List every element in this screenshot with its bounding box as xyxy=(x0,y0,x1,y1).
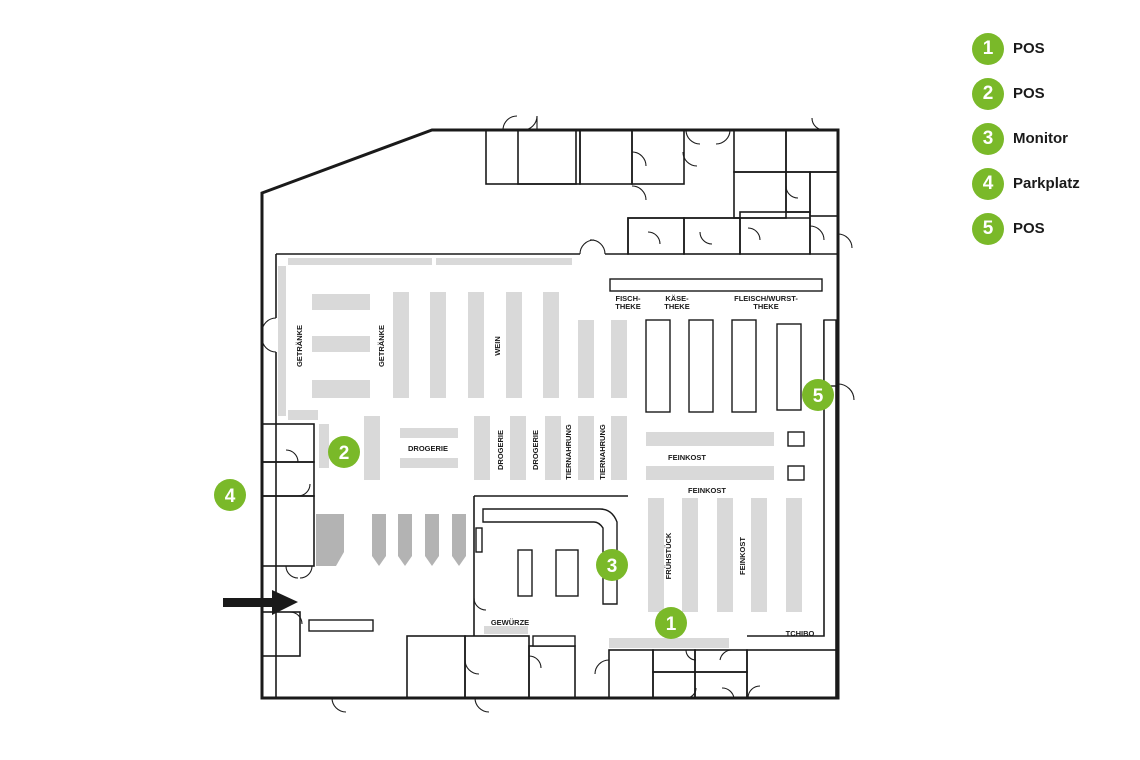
svg-text:4: 4 xyxy=(225,486,236,507)
label-fruehstueck: FRÜHSTÜCK xyxy=(664,532,673,579)
svg-text:2: 2 xyxy=(339,443,350,464)
label-drogerie-v1: DROGERIE xyxy=(496,430,505,470)
label-fleisch-1: FLEISCH/WURST- xyxy=(734,294,798,303)
svg-text:5: 5 xyxy=(813,386,824,407)
label-fisch-1: FISCH- xyxy=(616,294,642,303)
legend-item-2: 2 POS xyxy=(972,71,1080,116)
svg-text:1: 1 xyxy=(666,614,677,635)
label-wein: WEIN xyxy=(493,336,502,356)
legend-label: POS xyxy=(1013,40,1045,57)
label-kaese-1: KÄSE- xyxy=(665,294,689,303)
legend-item-1: 1 POS xyxy=(972,26,1080,71)
label-tiernahrung-2: TIERNAHRUNG xyxy=(598,424,607,480)
legend-item-5: 5 POS xyxy=(972,206,1080,251)
shelves xyxy=(278,258,802,648)
map-marker-4[interactable]: 4 xyxy=(214,479,246,511)
arrow-right-icon xyxy=(223,590,298,615)
label-kaese-2: THEKE xyxy=(664,302,689,311)
outer-wall xyxy=(260,128,840,700)
label-getraenke-a: GETRÄNKE xyxy=(295,325,304,367)
legend-label: Monitor xyxy=(1013,130,1068,147)
label-getraenke-b: GETRÄNKE xyxy=(377,325,386,367)
back-rooms-top xyxy=(485,129,839,255)
legend-badge: 1 xyxy=(972,32,1004,65)
left-rooms xyxy=(261,423,315,657)
svg-text:3: 3 xyxy=(607,556,618,577)
partitions xyxy=(308,320,837,698)
map-marker-1[interactable]: 1 xyxy=(655,607,687,639)
doors xyxy=(261,115,855,713)
legend-item-3: 3 Monitor xyxy=(972,116,1080,161)
legend-badge: 3 xyxy=(972,122,1004,155)
label-tchibo: TCHIBO xyxy=(786,629,815,638)
legend-label: POS xyxy=(1013,220,1045,237)
label-gewuerze: GEWÜRZE xyxy=(491,618,529,627)
label-drogerie: DROGERIE xyxy=(408,444,448,453)
bottom-rooms xyxy=(406,635,839,699)
map-marker-3[interactable]: 3 xyxy=(596,549,628,581)
label-fisch-2: THEKE xyxy=(615,302,640,311)
legend-badge: 5 xyxy=(972,212,1004,245)
legend-label: POS xyxy=(1013,85,1045,102)
map-marker-5[interactable]: 5 xyxy=(802,379,834,411)
section-labels: FISCH- THEKE KÄSE- THEKE FLEISCH/WURST- … xyxy=(295,294,815,638)
map-marker-2[interactable]: 2 xyxy=(328,436,360,468)
label-feinkost-a: FEINKOST xyxy=(668,453,706,462)
label-feinkost-b: FEINKOST xyxy=(688,486,726,495)
legend-badge: 4 xyxy=(972,167,1004,200)
legend-label: Parkplatz xyxy=(1013,175,1080,192)
legend-item-4: 4 Parkplatz xyxy=(972,161,1080,206)
legend-badge: 2 xyxy=(972,77,1004,110)
label-feinkost-v: FEINKOST xyxy=(738,537,747,575)
label-tiernahrung-1: TIERNAHRUNG xyxy=(564,424,573,480)
label-fleisch-2: THEKE xyxy=(753,302,778,311)
counters xyxy=(475,278,837,597)
legend: 1 POS 2 POS 3 Monitor 4 Parkplatz 5 POS xyxy=(972,26,1080,251)
label-drogerie-v2: DROGERIE xyxy=(531,430,540,470)
